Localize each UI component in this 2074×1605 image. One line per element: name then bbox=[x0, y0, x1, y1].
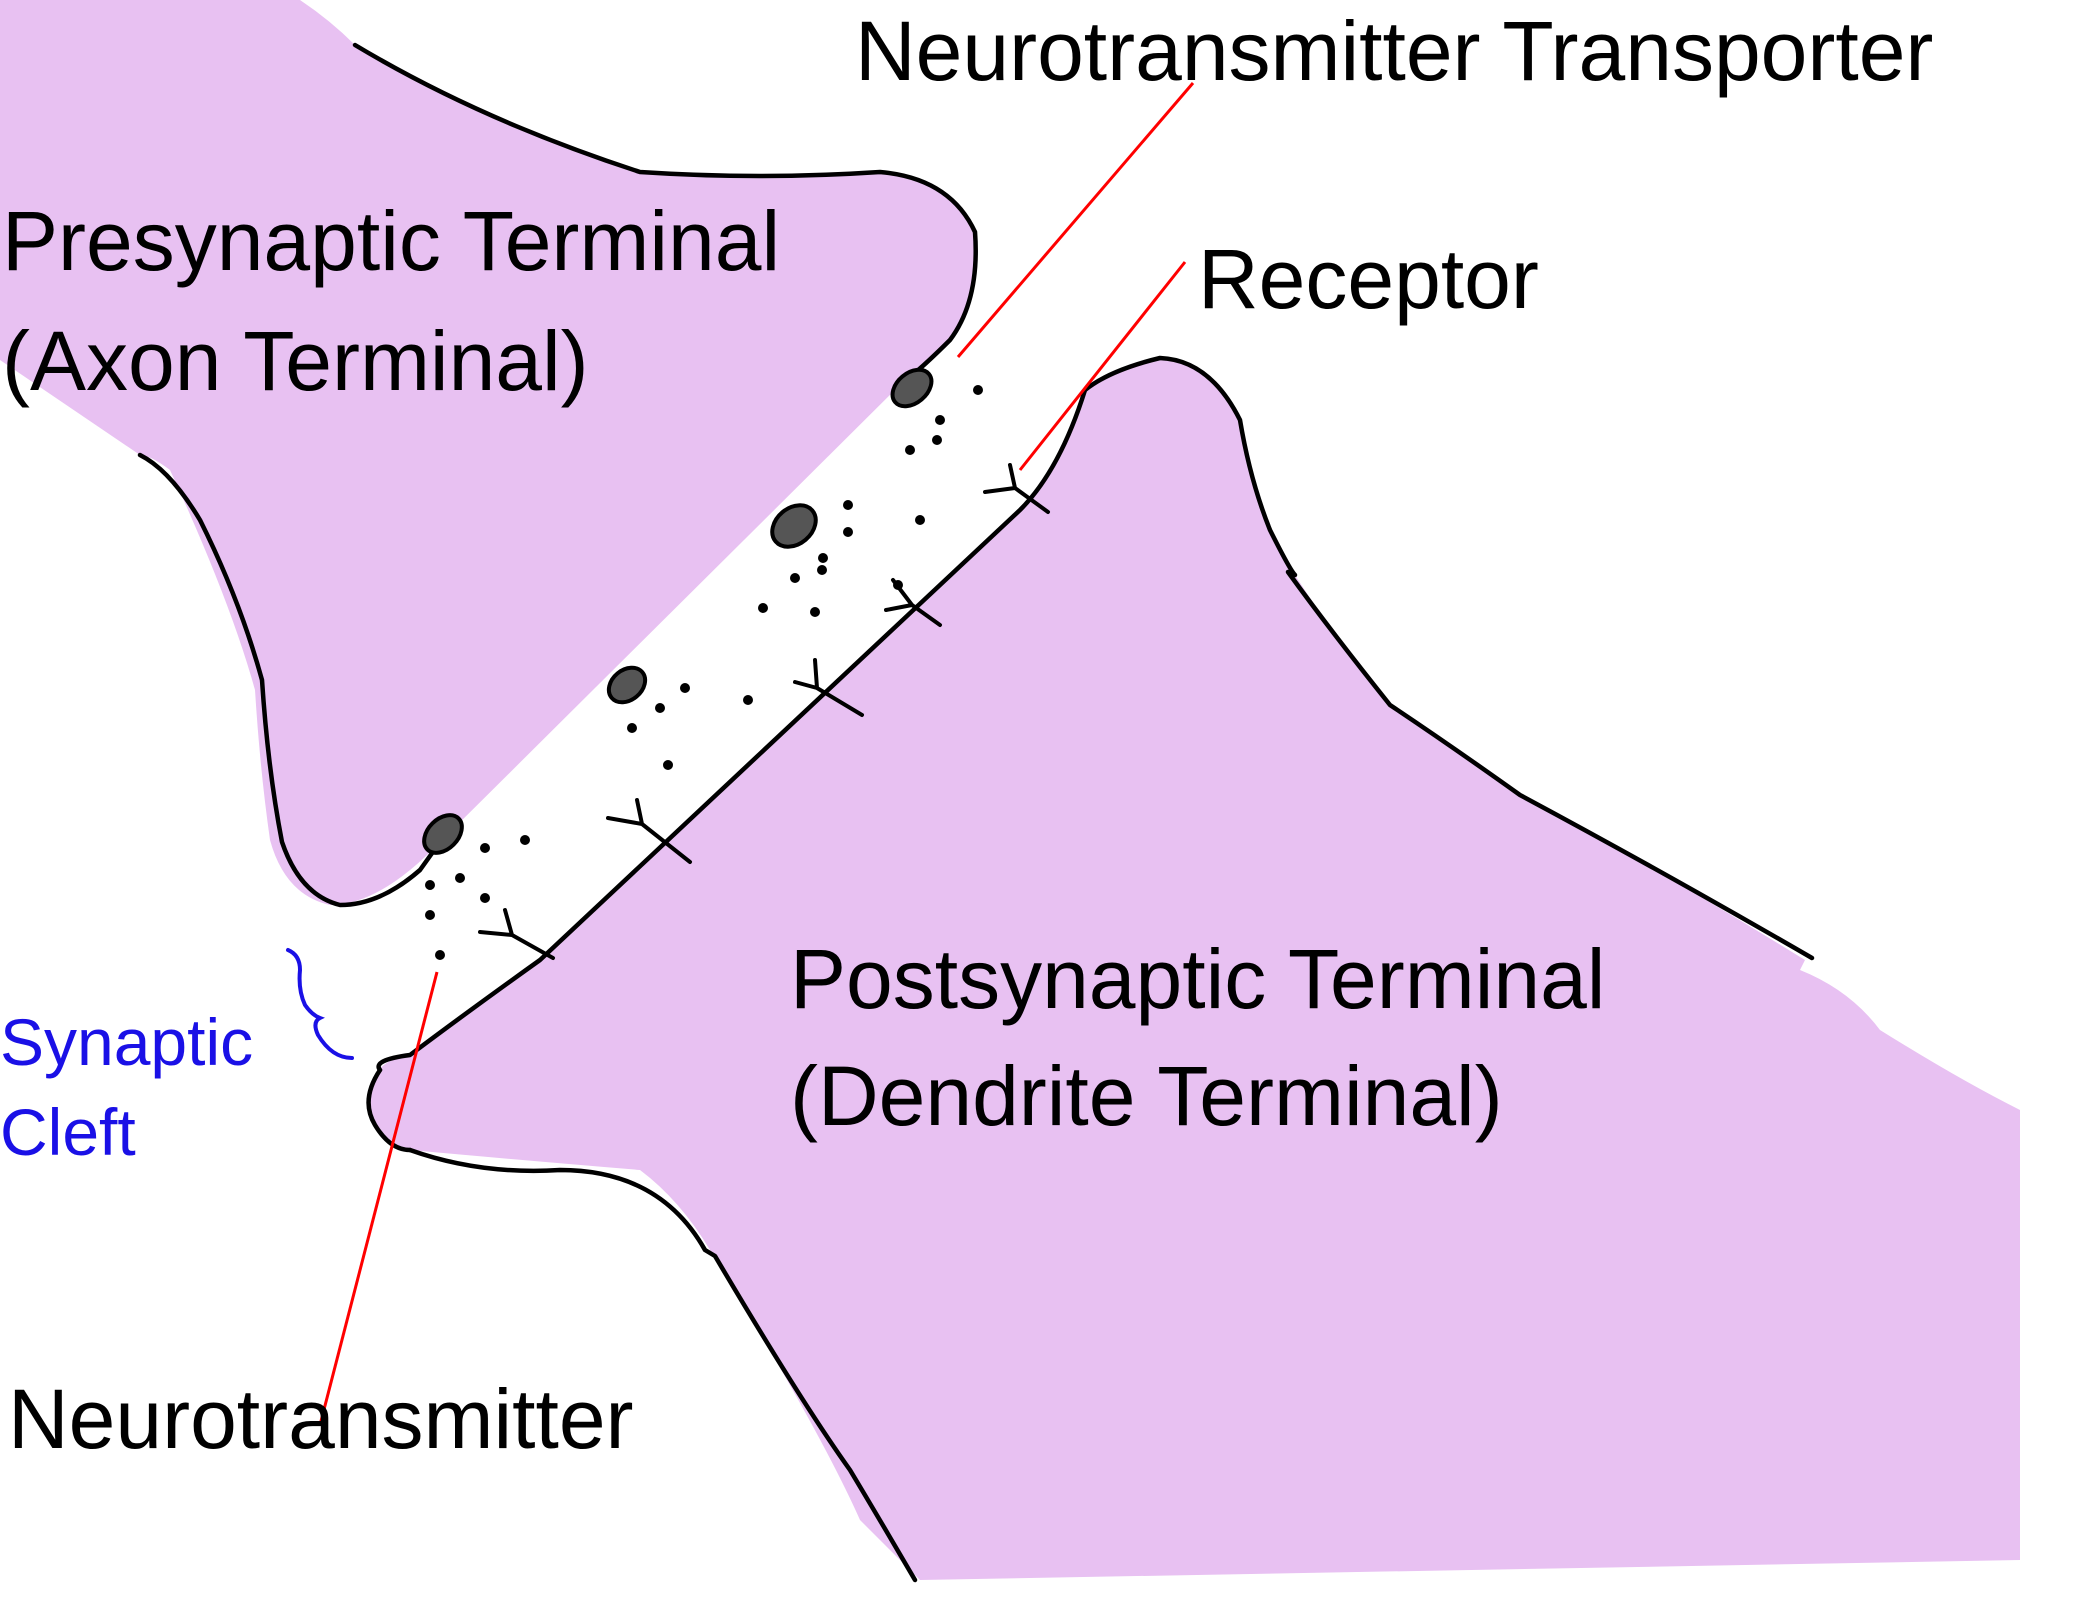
transporter-1 bbox=[890, 367, 934, 409]
molecule bbox=[818, 553, 828, 563]
postsynaptic-label-line2: (Dendrite Terminal) bbox=[790, 1049, 1503, 1143]
receptor-4 bbox=[606, 798, 692, 864]
neurotransmitter-label: Neurotransmitter bbox=[8, 1372, 634, 1466]
transporters bbox=[422, 367, 934, 855]
molecule bbox=[480, 893, 490, 903]
receptor-label: Receptor bbox=[1198, 232, 1539, 326]
receptor-5 bbox=[478, 908, 555, 960]
molecule bbox=[817, 565, 827, 575]
transporter-leader-line bbox=[956, 82, 1195, 358]
leader-lines bbox=[318, 82, 1195, 1426]
synaptic-cleft-label-line2: Cleft bbox=[0, 1095, 136, 1169]
molecule bbox=[655, 703, 665, 713]
postsynaptic-outline-tip bbox=[366, 1067, 413, 1153]
transporter-label: Neurotransmitter Transporter bbox=[855, 4, 1933, 98]
molecule bbox=[435, 950, 445, 960]
presynaptic-label-line2: (Axon Terminal) bbox=[2, 314, 589, 408]
molecule bbox=[680, 683, 690, 693]
molecule bbox=[905, 445, 915, 455]
molecule bbox=[758, 603, 768, 613]
presynaptic-terminal bbox=[0, 0, 978, 908]
molecule bbox=[935, 415, 945, 425]
synaptic-cleft-label-line1: Synaptic bbox=[0, 1005, 253, 1079]
molecule bbox=[973, 385, 983, 395]
molecule bbox=[627, 723, 637, 733]
molecule bbox=[932, 435, 942, 445]
receptor-leader-line bbox=[1018, 261, 1187, 471]
synaptic-cleft-brace bbox=[286, 948, 354, 1060]
molecule bbox=[425, 910, 435, 920]
postsynaptic-terminal bbox=[366, 355, 2020, 1583]
transporter-2 bbox=[770, 503, 818, 549]
presynaptic-label-line1: Presynaptic Terminal bbox=[2, 194, 780, 288]
presynaptic-outline-bottom bbox=[137, 452, 443, 908]
molecule bbox=[893, 580, 903, 590]
molecule bbox=[455, 873, 465, 883]
transporter-4 bbox=[422, 813, 464, 855]
molecule bbox=[790, 573, 800, 583]
postsynaptic-fill bbox=[370, 358, 2020, 1580]
molecule bbox=[810, 607, 820, 617]
molecule bbox=[520, 835, 530, 845]
neurotransmitter-leader-line bbox=[318, 971, 439, 1426]
presynaptic-outline-top bbox=[352, 42, 978, 388]
postsynaptic-outline-top bbox=[1082, 355, 1298, 578]
transporter-3 bbox=[606, 665, 648, 705]
neurotransmitter-molecules bbox=[425, 385, 983, 960]
receptor-1 bbox=[983, 463, 1050, 514]
molecule bbox=[843, 527, 853, 537]
molecule bbox=[425, 880, 435, 890]
molecule bbox=[480, 843, 490, 853]
postsynaptic-outline-right bbox=[1285, 569, 1815, 961]
postsynaptic-label-line1: Postsynaptic Terminal bbox=[790, 932, 1605, 1026]
molecule bbox=[663, 760, 673, 770]
molecule bbox=[915, 515, 925, 525]
postsynaptic-outline-bottom bbox=[407, 1147, 918, 1583]
receptor-3 bbox=[793, 658, 864, 717]
postsynaptic-outline-cleft-side bbox=[376, 387, 1088, 1073]
molecule bbox=[743, 695, 753, 705]
receptors bbox=[478, 463, 1050, 960]
molecule bbox=[843, 500, 853, 510]
presynaptic-fill bbox=[0, 0, 976, 905]
